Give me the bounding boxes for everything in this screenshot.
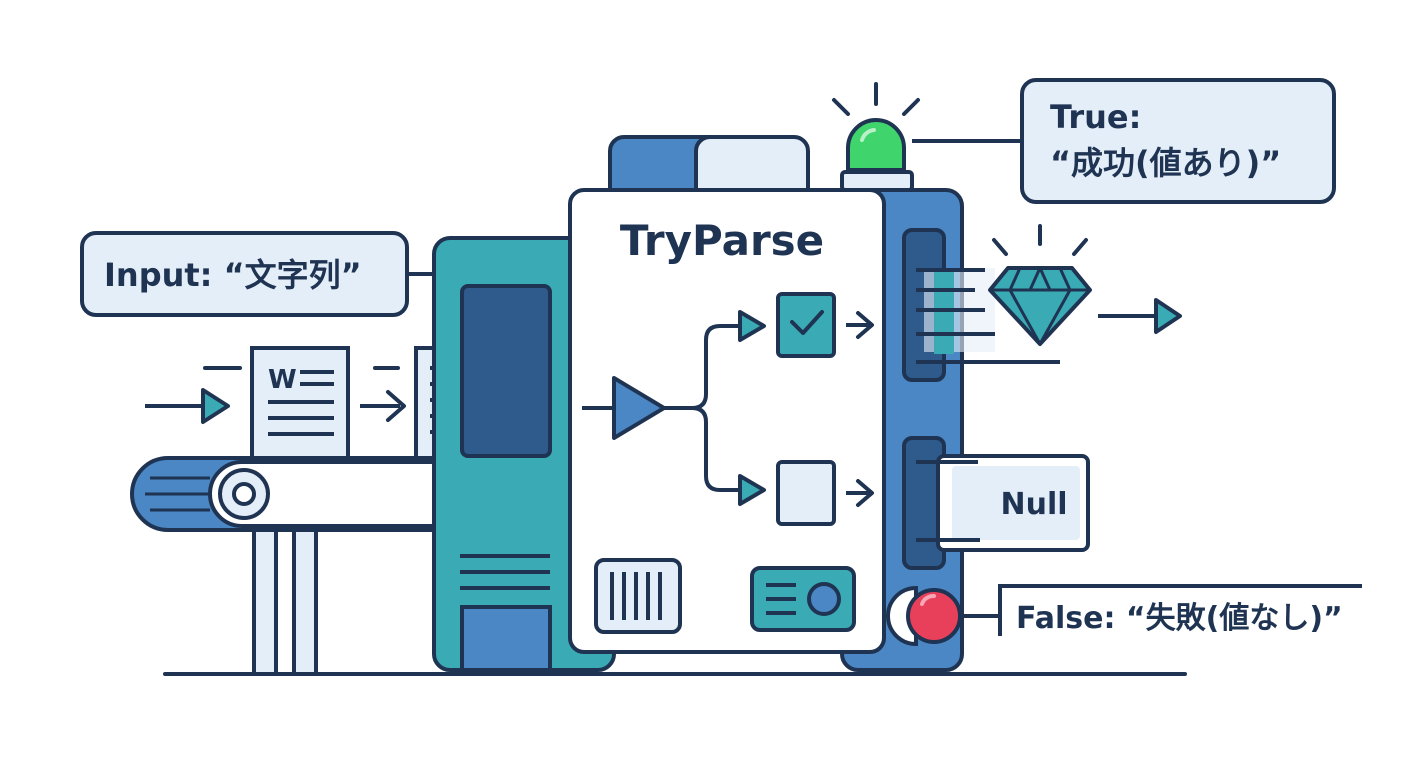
transfer-arrow bbox=[360, 366, 406, 422]
output-arrow bbox=[1098, 298, 1182, 334]
diamond-icon bbox=[988, 266, 1092, 346]
true-callout: True: “成功(値あり)” bbox=[912, 78, 1336, 204]
machine-foot bbox=[460, 605, 552, 672]
branch-arrow-true bbox=[738, 310, 766, 342]
success-light bbox=[832, 82, 920, 172]
conveyor-leg bbox=[292, 526, 318, 676]
decision-triangle bbox=[612, 376, 666, 440]
false-callout: False: “失敗(値なし)” bbox=[960, 584, 1362, 636]
true-callout-desc: “成功(値あり)” bbox=[1050, 144, 1281, 182]
null-label: Null bbox=[1000, 487, 1067, 522]
input-callout-text: Input: “文字列” bbox=[104, 256, 362, 294]
true-callout-title: True: bbox=[1050, 98, 1141, 136]
success-check-box bbox=[776, 292, 836, 358]
false-output: Null bbox=[916, 454, 1090, 552]
tryparse-machine: TryParse bbox=[432, 135, 964, 672]
branch-arrow-false bbox=[738, 474, 766, 506]
machine-title: TryParse bbox=[620, 216, 824, 265]
empty-result-box bbox=[776, 460, 836, 526]
input-arrow bbox=[145, 388, 230, 424]
input-document: W bbox=[250, 346, 350, 460]
failure-light bbox=[886, 585, 962, 647]
barcode-icon bbox=[594, 558, 682, 634]
true-output bbox=[916, 224, 1182, 364]
document-letter: W bbox=[268, 365, 297, 395]
false-callout-text: False: “失敗(値なし)” bbox=[1016, 601, 1343, 636]
conveyor-leg bbox=[252, 526, 278, 676]
control-module-icon bbox=[750, 566, 856, 632]
light-base bbox=[840, 170, 914, 192]
input-callout: Input: “文字列” bbox=[80, 231, 448, 317]
intake-slot bbox=[460, 284, 552, 458]
check-icon bbox=[790, 310, 824, 335]
